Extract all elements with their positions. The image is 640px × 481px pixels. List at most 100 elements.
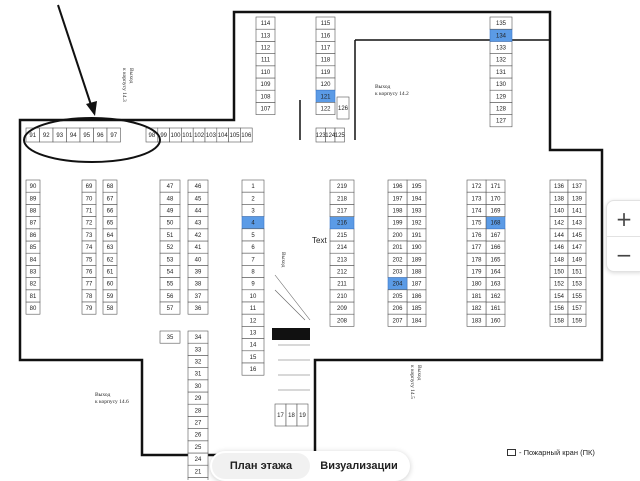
parking-spot-115[interactable]: 115 (315, 16, 336, 30)
parking-spot-67[interactable]: 67 (102, 191, 118, 205)
parking-spot-2[interactable]: 2 (241, 191, 265, 205)
parking-spot-161[interactable]: 161 (485, 301, 506, 315)
parking-spot-15[interactable]: 15 (241, 350, 265, 364)
parking-spot-12[interactable]: 12 (241, 313, 265, 327)
parking-spot-121[interactable]: 121 (315, 89, 336, 103)
parking-spot-160[interactable]: 160 (485, 313, 506, 327)
parking-spot-70[interactable]: 70 (81, 191, 97, 205)
parking-spot-62[interactable]: 62 (102, 252, 118, 266)
parking-spot-207[interactable]: 207 (387, 313, 408, 327)
parking-spot-197[interactable]: 197 (387, 191, 408, 205)
parking-spot-143[interactable]: 143 (567, 216, 587, 230)
parking-spot-205[interactable]: 205 (387, 289, 408, 303)
parking-spot-26[interactable]: 26 (187, 428, 209, 442)
parking-spot-134[interactable]: 134 (489, 28, 513, 42)
parking-spot-189[interactable]: 189 (406, 252, 427, 266)
parking-spot-184[interactable]: 184 (406, 313, 427, 327)
parking-spot-151[interactable]: 151 (567, 265, 587, 278)
parking-spot-187[interactable]: 187 (406, 277, 427, 291)
parking-spot-215[interactable]: 215 (329, 228, 355, 242)
parking-spot-166[interactable]: 166 (485, 240, 506, 254)
parking-spot-171[interactable]: 171 (485, 179, 506, 193)
parking-spot-128[interactable]: 128 (489, 102, 513, 115)
parking-spot-31[interactable]: 31 (187, 367, 209, 381)
parking-spot-58[interactable]: 58 (102, 301, 118, 315)
parking-spot-190[interactable]: 190 (406, 240, 427, 254)
parking-spot-52[interactable]: 52 (159, 240, 181, 254)
parking-spot-13[interactable]: 13 (241, 326, 265, 339)
parking-spot-155[interactable]: 155 (567, 289, 587, 303)
parking-spot-142[interactable]: 142 (549, 216, 569, 230)
parking-spot-216[interactable]: 216 (329, 216, 355, 230)
zoom-out-button[interactable]: − (615, 242, 633, 267)
parking-spot-75[interactable]: 75 (81, 252, 97, 266)
parking-spot-72[interactable]: 72 (81, 216, 97, 230)
parking-spot-39[interactable]: 39 (187, 265, 209, 278)
parking-spot-213[interactable]: 213 (329, 252, 355, 266)
parking-spot-68[interactable]: 68 (102, 179, 118, 193)
parking-spot-153[interactable]: 153 (567, 277, 587, 291)
parking-spot-54[interactable]: 54 (159, 265, 181, 278)
parking-spot-24[interactable]: 24 (187, 452, 209, 466)
parking-spot-100[interactable]: 100 (169, 127, 182, 143)
parking-spot-214[interactable]: 214 (329, 240, 355, 254)
parking-spot-17[interactable]: 17 (274, 403, 287, 427)
parking-spot-7[interactable]: 7 (241, 252, 265, 266)
parking-spot-88[interactable]: 88 (25, 204, 41, 217)
parking-spot-9[interactable]: 9 (241, 277, 265, 291)
parking-spot-57[interactable]: 57 (159, 301, 181, 315)
parking-spot-108[interactable]: 108 (255, 89, 276, 103)
parking-spot-96[interactable]: 96 (93, 127, 108, 143)
parking-spot-147[interactable]: 147 (567, 240, 587, 254)
parking-spot-80[interactable]: 80 (25, 301, 41, 315)
parking-spot-79[interactable]: 79 (81, 301, 97, 315)
parking-spot-87[interactable]: 87 (25, 216, 41, 230)
parking-spot-203[interactable]: 203 (387, 265, 408, 278)
parking-spot-176[interactable]: 176 (466, 228, 487, 242)
parking-spot-175[interactable]: 175 (466, 216, 487, 230)
parking-spot-27[interactable]: 27 (187, 416, 209, 429)
parking-spot-131[interactable]: 131 (489, 65, 513, 79)
parking-spot-42[interactable]: 42 (187, 228, 209, 242)
parking-spot-157[interactable]: 157 (567, 301, 587, 315)
parking-spot-3[interactable]: 3 (241, 204, 265, 217)
parking-spot-41[interactable]: 41 (187, 240, 209, 254)
parking-spot-210[interactable]: 210 (329, 289, 355, 303)
parking-spot-33[interactable]: 33 (187, 342, 209, 356)
parking-spot-61[interactable]: 61 (102, 265, 118, 278)
parking-spot-106[interactable]: 106 (240, 127, 253, 143)
parking-spot-19[interactable]: 19 (296, 403, 309, 427)
parking-spot-90[interactable]: 90 (25, 179, 41, 193)
parking-spot-208[interactable]: 208 (329, 313, 355, 327)
parking-spot-156[interactable]: 156 (549, 301, 569, 315)
parking-spot-144[interactable]: 144 (549, 228, 569, 242)
parking-spot-110[interactable]: 110 (255, 65, 276, 79)
parking-spot-30[interactable]: 30 (187, 379, 209, 393)
parking-spot-29[interactable]: 29 (187, 391, 209, 405)
parking-spot-28[interactable]: 28 (187, 403, 209, 417)
parking-spot-21[interactable]: 21 (187, 464, 209, 478)
parking-spot-95[interactable]: 95 (79, 127, 94, 143)
parking-spot-130[interactable]: 130 (489, 77, 513, 91)
zoom-in-button[interactable]: + (615, 206, 633, 231)
parking-spot-212[interactable]: 212 (329, 265, 355, 278)
parking-spot-199[interactable]: 199 (387, 216, 408, 230)
parking-spot-64[interactable]: 64 (102, 228, 118, 242)
parking-spot-163[interactable]: 163 (485, 277, 506, 291)
parking-spot-129[interactable]: 129 (489, 89, 513, 103)
parking-spot-159[interactable]: 159 (567, 313, 587, 327)
parking-spot-59[interactable]: 59 (102, 289, 118, 303)
parking-spot-25[interactable]: 25 (187, 440, 209, 454)
parking-spot-194[interactable]: 194 (406, 191, 427, 205)
parking-spot-77[interactable]: 77 (81, 277, 97, 291)
parking-spot-137[interactable]: 137 (567, 179, 587, 193)
parking-spot-178[interactable]: 178 (466, 252, 487, 266)
parking-spot-182[interactable]: 182 (466, 301, 487, 315)
parking-spot-56[interactable]: 56 (159, 289, 181, 303)
parking-spot-109[interactable]: 109 (255, 77, 276, 91)
parking-spot-48[interactable]: 48 (159, 191, 181, 205)
tab-visualizations[interactable]: Визуализации (320, 460, 398, 472)
parking-spot-120[interactable]: 120 (315, 77, 336, 91)
parking-spot-113[interactable]: 113 (255, 28, 276, 42)
parking-spot-74[interactable]: 74 (81, 240, 97, 254)
